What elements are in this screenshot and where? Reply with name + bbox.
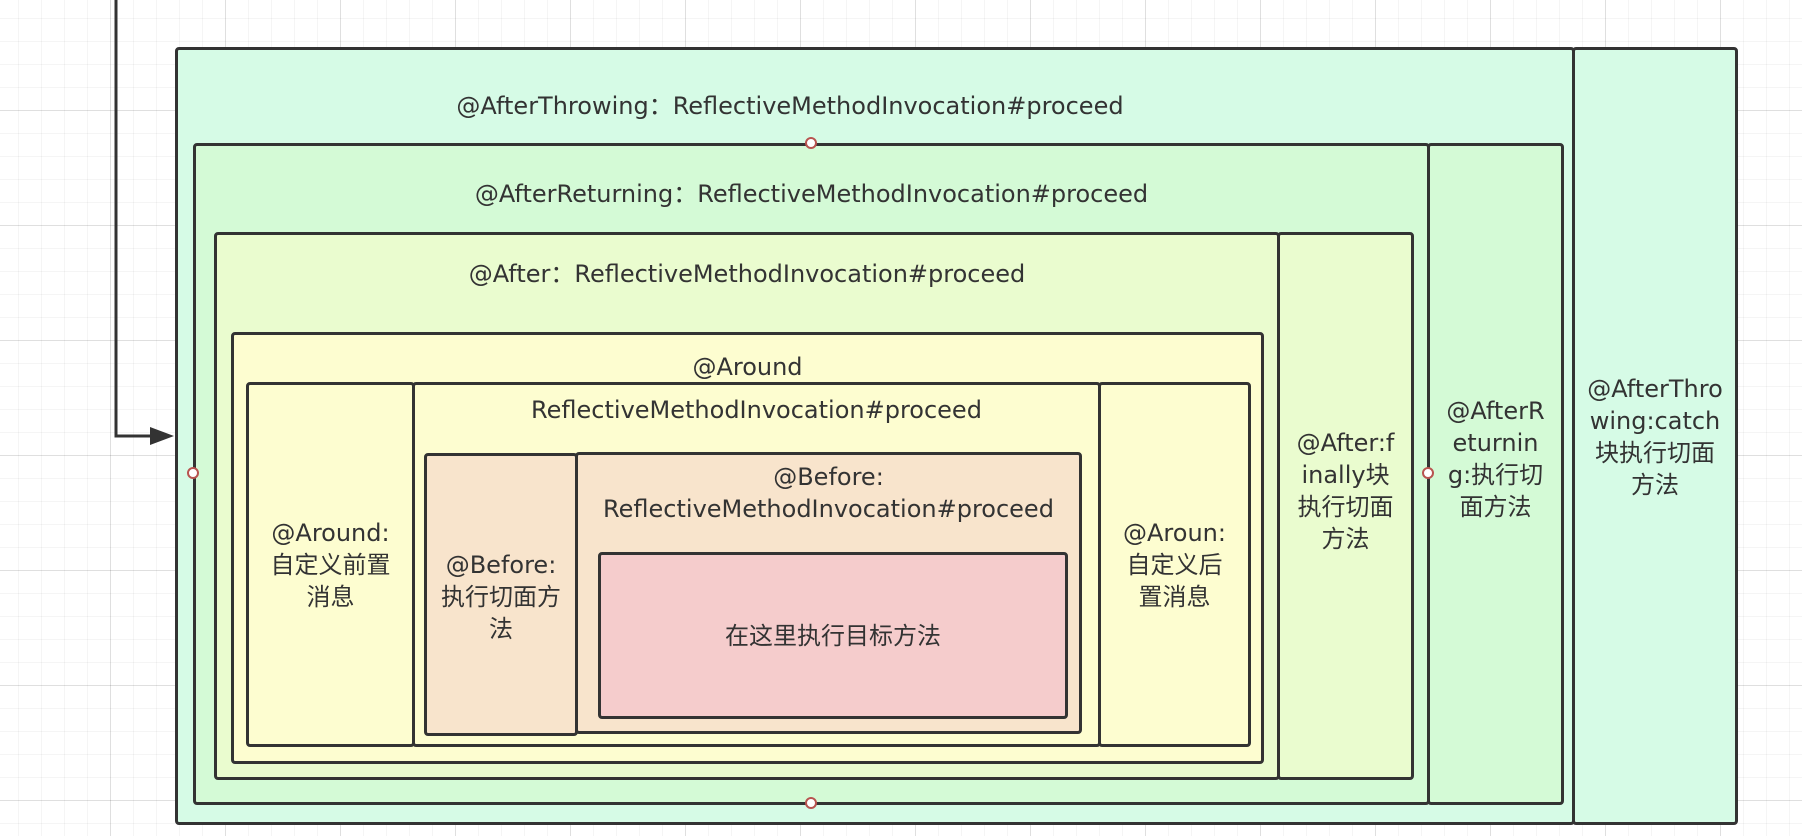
- after-title: @After：ReflectiveMethodInvocation#procee…: [468, 260, 1026, 288]
- after-throwing-title: @AfterThrowing：ReflectiveMethodInvocatio…: [456, 92, 1124, 120]
- before-title-line2: ReflectiveMethodInvocation#proceed: [603, 495, 1054, 523]
- around-title: @Around: [692, 353, 803, 381]
- after-returning-bottom-port[interactable]: [805, 797, 817, 809]
- after-returning-right-port[interactable]: [1422, 467, 1434, 479]
- after-side-label: @After:finally块执行切面方法: [1296, 429, 1395, 553]
- around-pre-label: @Around:自定义前置消息: [270, 519, 391, 611]
- after-returning-title: @AfterReturning：ReflectiveMethodInvocati…: [474, 180, 1149, 208]
- before-side-label: @Before:执行切面方法: [441, 551, 561, 643]
- proceed-title: ReflectiveMethodInvocation#proceed: [531, 396, 982, 424]
- after-throwing-side-label: @AfterThrowing:catch块执行切面方法: [1587, 375, 1723, 499]
- connector-line: [114, 0, 150, 438]
- target-method-box[interactable]: [598, 552, 1068, 719]
- after-side-box[interactable]: [1277, 232, 1414, 780]
- connector-arrowhead: [150, 427, 174, 445]
- after-returning-side-label: @AfterReturning:执行切面方法: [1446, 397, 1545, 521]
- around-post-label: @Aroun:自定义后置消息: [1123, 519, 1226, 611]
- after-throwing-side-box[interactable]: [1572, 47, 1738, 825]
- around-pre-box[interactable]: [246, 382, 415, 747]
- before-title-line1: @Before:: [773, 463, 884, 491]
- before-side-box[interactable]: [424, 453, 578, 736]
- after-throwing-left-port[interactable]: [187, 467, 199, 479]
- after-returning-side-box[interactable]: [1427, 143, 1564, 805]
- target-method-label: 在这里执行目标方法: [725, 622, 941, 650]
- after-returning-top-port[interactable]: [805, 137, 817, 149]
